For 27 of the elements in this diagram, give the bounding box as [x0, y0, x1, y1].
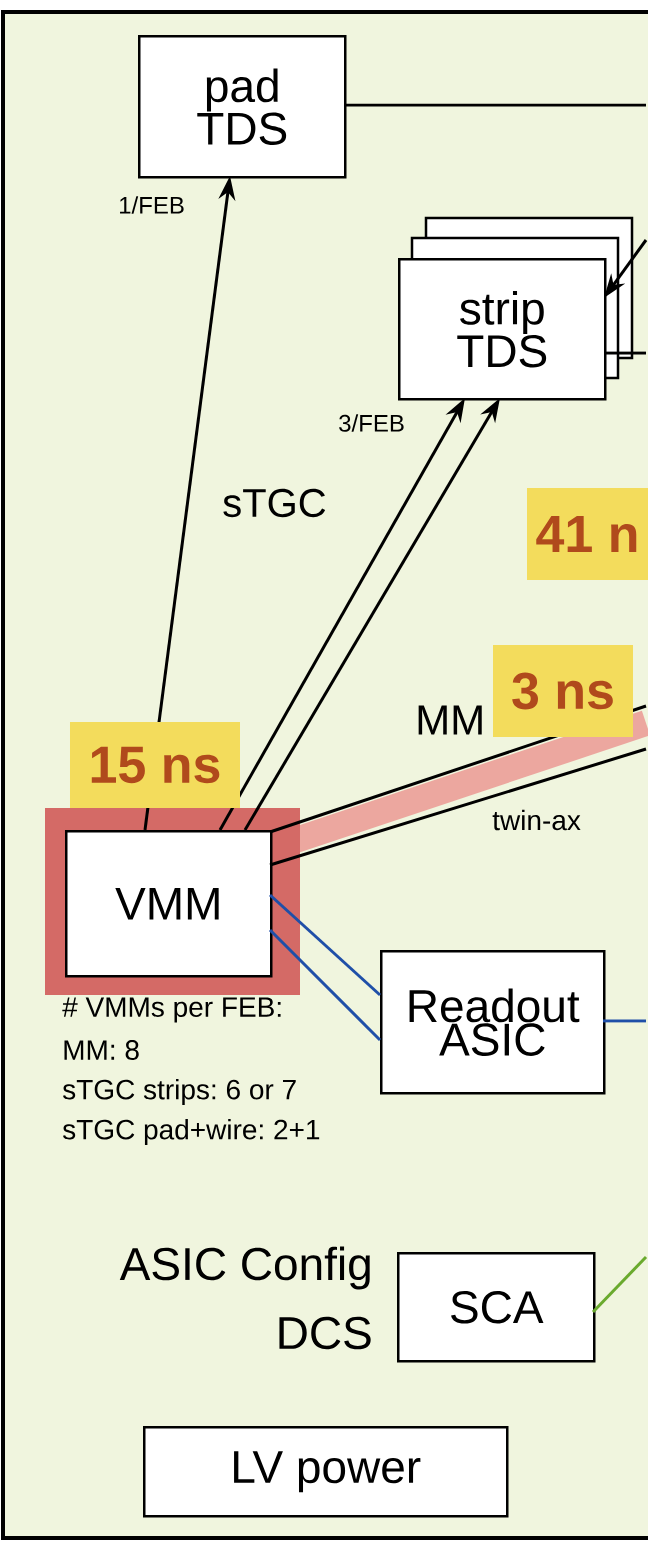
highlight-label: 41 n	[527, 488, 648, 580]
side-label: sTGC pad+wire: 2+1	[63, 1118, 320, 1146]
process-box: pad TDS	[138, 35, 347, 179]
connector-line	[269, 893, 381, 997]
stacked-box: strip TDS	[398, 216, 634, 401]
process-box: VMM	[65, 830, 273, 978]
process-box: Readout ASIC	[380, 950, 606, 1095]
side-label: 1/FEB	[120, 196, 184, 214]
text-label: twin-ax	[492, 809, 581, 831]
side-label: MM: 8	[64, 1040, 139, 1060]
connector-line	[591, 1255, 648, 1314]
connector-line	[604, 351, 646, 355]
side-label: ASIC Config	[119, 1246, 370, 1290]
side-label: # VMMs per FEB:	[62, 997, 281, 1023]
process-box: LV power	[143, 1426, 509, 1518]
side-label: 3/FEB	[339, 414, 404, 432]
connector-line	[269, 747, 647, 867]
side-label: sTGC strips: 6 or 7	[63, 1078, 296, 1106]
side-label: DCS	[279, 1316, 371, 1350]
text-label: MM	[418, 705, 482, 735]
process-box: SCA	[397, 1252, 596, 1363]
connector-line	[603, 1019, 646, 1023]
highlight-label: 15 ns	[70, 722, 240, 808]
connector-line	[344, 103, 646, 107]
text-label: sTGC	[223, 488, 326, 518]
connector-line	[268, 928, 382, 1042]
highlight-label: 3 ns	[493, 645, 633, 737]
